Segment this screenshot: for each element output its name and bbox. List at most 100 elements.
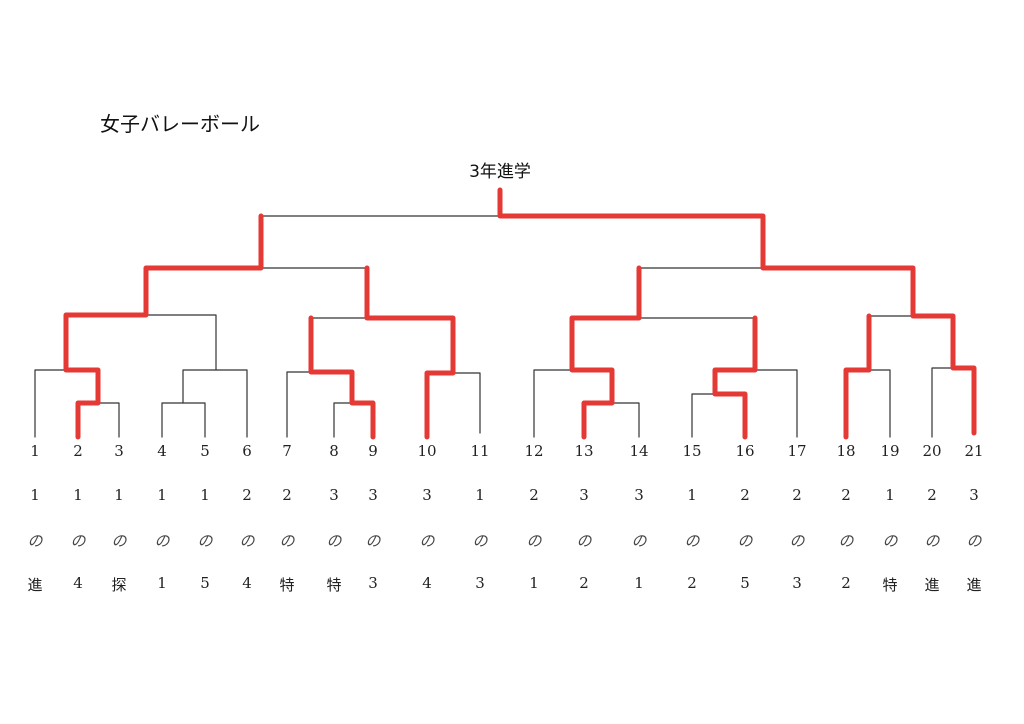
team-no: の [419,532,435,550]
team-grade: 1 [157,486,167,504]
team-class: 進 [966,576,982,594]
team-number: 16 [735,442,755,460]
winner-path [569,265,642,440]
team-class: 3 [368,574,378,592]
team-grade: 2 [529,486,539,504]
team-grade: 3 [969,486,979,504]
team-grade: 2 [242,486,252,504]
team-number: 7 [282,442,292,460]
team-no: の [924,532,940,550]
champion-label: 3年進学 [469,162,531,182]
team-number: 6 [242,442,252,460]
team-class: 2 [687,574,697,592]
team-number: 17 [787,442,807,460]
team-class: 1 [634,574,644,592]
team-grade: 3 [634,486,644,504]
team-class: 進 [27,576,43,594]
winner-path [497,187,977,436]
team-grade: 1 [73,486,83,504]
team-class: 2 [579,574,589,592]
team-grade: 1 [475,486,485,504]
team-class: 3 [792,574,802,592]
team-no: の [472,532,488,550]
bracket-line [426,372,481,434]
team-grade: 1 [687,486,697,504]
team-class: 4 [422,574,432,592]
bracket-line [333,402,374,438]
team-grade: 3 [579,486,589,504]
team-number: 14 [629,442,649,460]
team-grade: 2 [927,486,937,504]
bracket-line [583,402,640,438]
team-no: の [197,532,213,550]
team-grade: 2 [792,486,802,504]
team-no: の [789,532,805,550]
team-grade: 3 [368,486,378,504]
bracket-line [691,393,746,438]
team-no: の [838,532,854,550]
bracket-line [161,402,206,438]
team-grade: 1 [114,486,124,504]
bracket-line [182,369,248,438]
team-number: 4 [157,442,167,460]
team-no: の [154,532,170,550]
bracket-line [286,371,353,438]
team-number: 12 [524,442,544,460]
team-no: の [966,532,982,550]
team-grade: 3 [422,486,432,504]
team-class: 進 [924,576,940,594]
page-title: 女子バレーボール [100,112,260,136]
team-class: 探 [111,576,127,594]
team-no: の [365,532,381,550]
team-no: の [882,532,898,550]
team-no: の [27,532,43,550]
team-no: の [576,532,592,550]
team-number: 5 [200,442,210,460]
team-no: の [111,532,127,550]
team-grade: 2 [740,486,750,504]
team-grade: 2 [282,486,292,504]
bracket-line [714,369,798,438]
team-grade: 2 [841,486,851,504]
team-grade: 3 [329,486,339,504]
team-class: 3 [475,574,485,592]
team-number: 11 [470,442,490,460]
team-grade: 1 [200,486,210,504]
team-class: 1 [157,574,167,592]
team-no: の [326,532,342,550]
bracket-line [931,367,975,438]
team-no: の [526,532,542,550]
team-no: の [684,532,700,550]
winner-path [843,313,872,440]
bracket-line [65,314,217,371]
team-number: 19 [880,442,900,460]
team-number: 3 [114,442,124,460]
team-class: 5 [740,574,750,592]
team-grade: 1 [30,486,40,504]
team-class: 特 [882,576,898,594]
team-no: の [279,532,295,550]
winner-path [308,315,376,440]
team-number: 18 [836,442,856,460]
bracket-line [845,369,891,438]
winner-path [712,315,758,440]
team-number: 15 [682,442,702,460]
team-class: 4 [73,574,83,592]
winner-path [63,213,264,440]
team-no: の [631,532,647,550]
winner-path [364,265,456,440]
team-class: 1 [529,574,539,592]
team-number: 13 [574,442,594,460]
team-class: 4 [242,574,252,592]
team-class: 2 [841,574,851,592]
team-class: 特 [279,576,295,594]
team-grade: 1 [885,486,895,504]
team-no: の [239,532,255,550]
team-number: 1 [30,442,40,460]
team-number: 20 [922,442,942,460]
team-number: 10 [417,442,437,460]
bracket-line [77,402,120,438]
team-class: 特 [326,576,342,594]
